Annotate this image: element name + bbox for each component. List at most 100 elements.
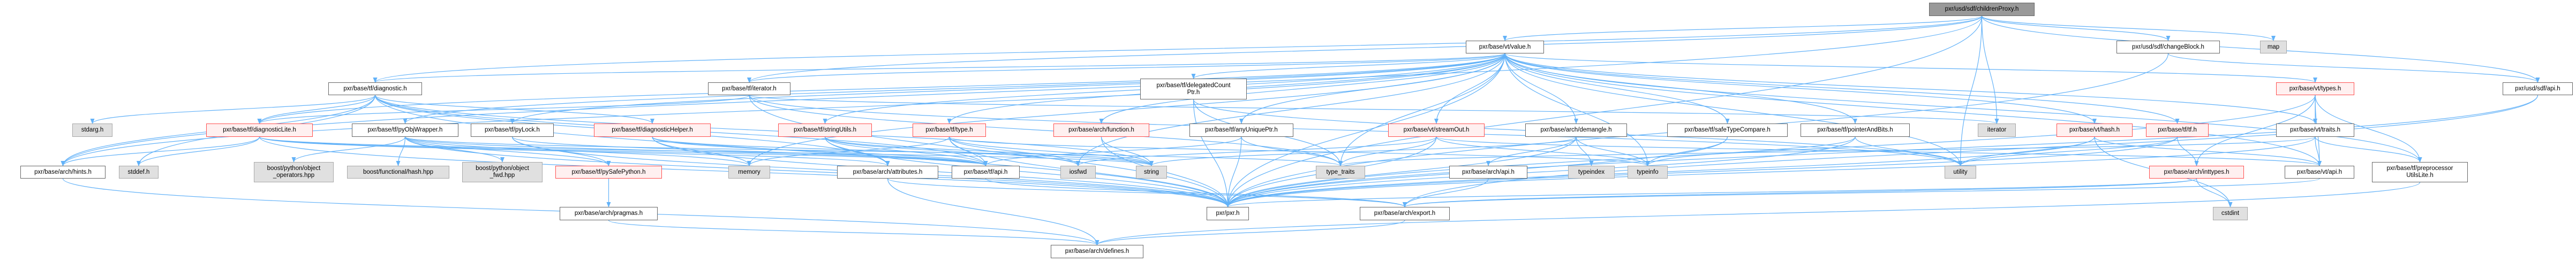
edge-pragmas-to-defines	[608, 220, 1099, 245]
edge-value-to-vtApi	[1504, 53, 2322, 166]
edge-tfType-to-string	[948, 136, 1154, 166]
node-pyLock[interactable]: pxr/base/tf/pyLock.h	[471, 124, 554, 137]
node-iteratorStd[interactable]: iterator	[1978, 124, 2016, 137]
edge-pyObjWrapper-to-objOps	[291, 136, 406, 163]
node-root[interactable]: pxr/usd/sdf/childrenProxy.h	[1929, 3, 2035, 16]
edge-changeBlock-to-sdfApi	[2167, 53, 2540, 83]
node-tfTf[interactable]: pxr/base/tf/tf.h	[2146, 124, 2209, 137]
node-stringUtils[interactable]: pxr/base/tf/stringUtils.h	[778, 124, 872, 137]
edge-value-to-safeType	[1504, 53, 1730, 124]
edge-value-to-preproc	[1504, 53, 2422, 163]
node-stddef[interactable]: stddef.h	[119, 166, 159, 179]
node-safeType[interactable]: pxr/base/tf/safeTypeCompare.h	[1667, 124, 1788, 137]
edge-value-to-utility	[1504, 53, 1963, 166]
edge-demangle-to-archApi	[1486, 136, 1577, 166]
edge-traits-to-pxr	[1225, 136, 2316, 207]
edge-streamOut-to-typeTraits	[1338, 136, 1437, 166]
edge-value-to-function	[1099, 53, 1505, 124]
edge-vtHash-to-vtApi	[2094, 136, 2322, 166]
node-stdarg[interactable]: stdarg.h	[72, 124, 112, 137]
edge-root-to-map	[1981, 16, 2276, 41]
node-string[interactable]: string	[1136, 166, 1167, 179]
node-vtTypes[interactable]: pxr/base/vt/types.h	[2276, 82, 2354, 95]
edge-pyObjWrapper-to-pySafe	[404, 136, 611, 166]
node-objFwd[interactable]: boost/python/object _fwd.hpp	[462, 162, 543, 182]
edge-tfIterator-to-iteratorStd	[749, 95, 1999, 124]
edge-vtApi-to-exportH	[1403, 178, 2320, 207]
edge-diagLite-to-hints	[61, 136, 260, 166]
edge-tfTf-to-pxr	[1225, 136, 2178, 207]
edge-stringUtils-to-pxr	[824, 136, 1230, 207]
node-memory[interactable]: memory	[728, 166, 770, 179]
node-funcHash[interactable]: boost/functional/hash.hpp	[347, 166, 449, 179]
node-hints[interactable]: pxr/base/arch/hints.h	[20, 166, 106, 179]
edge-tfIterator-to-diagLite	[257, 95, 750, 124]
node-pySafe[interactable]: pxr/base/tf/pySafePython.h	[555, 166, 662, 179]
node-demangle[interactable]: pxr/base/arch/demangle.h	[1525, 124, 1627, 137]
edge-function-to-string	[1101, 136, 1154, 166]
edge-value-to-diagLite	[257, 53, 1505, 124]
node-value[interactable]: pxr/base/vt/value.h	[1466, 41, 1544, 53]
edge-diagnostic-to-diagLite	[257, 95, 376, 124]
node-attributes[interactable]: pxr/base/arch/attributes.h	[837, 166, 938, 179]
node-function[interactable]: pxr/base/arch/function.h	[1053, 124, 1149, 137]
node-sdfApi[interactable]: pxr/usd/sdf/api.h	[2503, 82, 2573, 95]
node-utility[interactable]: utility	[1945, 166, 1976, 179]
node-tfApi[interactable]: pxr/base/tf/api.h	[952, 166, 1020, 179]
edge-tfTf-to-inttypes	[2176, 136, 2199, 166]
edge-diagnostic-to-stdarg	[90, 95, 376, 124]
edge-value-to-tfIterator	[747, 53, 1505, 83]
edge-diagnostic-to-pxr	[374, 95, 1230, 207]
node-streamOut[interactable]: pxr/base/vt/streamOut.h	[1388, 124, 1485, 137]
edge-value-to-pyObjWrapper	[403, 53, 1505, 124]
edge-root-to-hints	[61, 16, 1983, 166]
edge-pointerBits-to-utility	[1855, 136, 1963, 166]
node-inttypes[interactable]: pxr/base/arch/inttypes.h	[2149, 166, 2244, 179]
edge-value-to-pxr	[1225, 53, 1505, 207]
node-pyObjWrapper[interactable]: pxr/base/tf/pyObjWrapper.h	[352, 124, 458, 137]
node-defines[interactable]: pxr/base/arch/defines.h	[1051, 245, 1143, 258]
node-traits[interactable]: pxr/base/vt/traits.h	[2276, 124, 2354, 137]
edge-demangle-to-typeindex	[1576, 136, 1594, 166]
node-objOps[interactable]: boost/python/object _operators.hpp	[254, 162, 334, 182]
node-delegated[interactable]: pxr/base/tf/delegatedCount Ptr.h	[1140, 79, 1247, 99]
node-tfType[interactable]: pxr/base/tf/type.h	[913, 124, 986, 137]
node-typeTraits[interactable]: type_traits	[1316, 166, 1365, 179]
node-anyUnique[interactable]: pxr/base/tf/anyUniquePtr.h	[1189, 124, 1293, 137]
node-pxr[interactable]: pxr/pxr.h	[1207, 207, 1249, 220]
node-archApi[interactable]: pxr/base/arch/api.h	[1449, 166, 1527, 179]
edge-root-to-iteratorStd	[1981, 16, 1999, 124]
node-cstdint[interactable]: cstdint	[2213, 207, 2248, 220]
node-typeindex[interactable]: typeindex	[1568, 166, 1615, 179]
edge-inttypes-to-exportH	[1403, 178, 2197, 207]
node-map[interactable]: map	[2260, 41, 2287, 53]
edge-inttypes-to-pxr	[1226, 178, 2197, 207]
node-changeBlock[interactable]: pxr/usd/sdf/changeBlock.h	[2116, 41, 2220, 53]
edge-anyUnique-to-pxr	[1225, 136, 1242, 207]
node-pointerBits[interactable]: pxr/base/tf/pointerAndBits.h	[1801, 124, 1910, 137]
edge-pyLock-to-tfApi	[511, 136, 988, 166]
edge-value-to-vtTypes	[1504, 53, 2317, 83]
node-typeinfo[interactable]: typeinfo	[1628, 166, 1668, 179]
node-diagHelper[interactable]: pxr/base/tf/diagnosticHelper.h	[594, 124, 711, 137]
node-pragmas[interactable]: pxr/base/arch/pragmas.h	[560, 207, 658, 220]
node-diagLite[interactable]: pxr/base/tf/diagnosticLite.h	[206, 124, 313, 137]
edge-pyObjWrapper-to-typeTraits	[404, 136, 1343, 166]
node-vtHash[interactable]: pxr/base/vt/hash.h	[2057, 124, 2133, 137]
edge-tfType-to-memory	[747, 136, 950, 166]
node-diagnostic[interactable]: pxr/base/tf/diagnostic.h	[328, 82, 422, 95]
edge-diagHelper-to-pxr	[652, 136, 1230, 207]
edge-demangle-to-pxr	[1225, 136, 1577, 207]
node-tfIterator[interactable]: pxr/base/tf/iterator.h	[708, 82, 790, 95]
edge-value-to-iosfwd	[1076, 53, 1505, 166]
node-vtApi[interactable]: pxr/base/vt/api.h	[2285, 166, 2354, 179]
edge-tfApi-to-exportH	[985, 178, 1407, 207]
edge-pyObjWrapper-to-tfApi	[404, 136, 988, 166]
node-exportH[interactable]: pxr/base/arch/export.h	[1360, 207, 1450, 220]
edge-sdfApi-to-exportH	[1403, 95, 2539, 207]
node-preproc[interactable]: pxr/base/tf/preprocessor UtilsLite.h	[2372, 162, 2468, 182]
node-iosfwd[interactable]: iosfwd	[1060, 166, 1096, 179]
edge-value-to-vtHash	[1504, 53, 2097, 124]
edge-pointerBits-to-typeinfo	[1645, 136, 1856, 166]
